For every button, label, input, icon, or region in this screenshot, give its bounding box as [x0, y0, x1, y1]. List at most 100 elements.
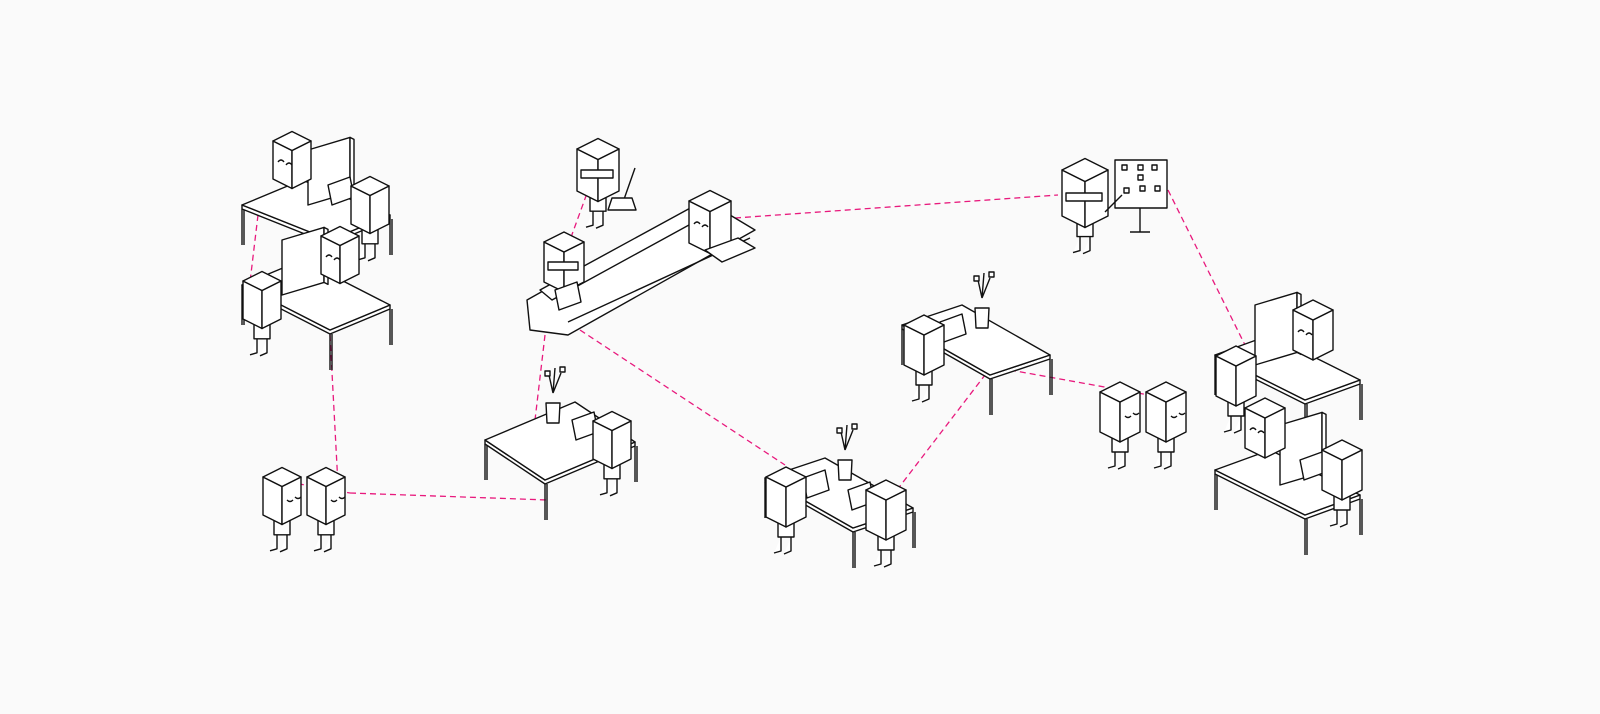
head-top-face	[320, 225, 360, 247]
face-eyes	[277, 159, 293, 166]
plant-vase	[837, 459, 853, 481]
face-eyes	[1249, 427, 1265, 434]
face-eyes	[693, 221, 709, 228]
head-top-face	[765, 466, 807, 488]
head-top-face	[688, 189, 732, 213]
person-desk-left	[592, 410, 632, 497]
person-right-2	[1215, 345, 1257, 434]
leg	[1163, 452, 1172, 470]
desk-top	[1214, 334, 1361, 401]
leg	[1339, 510, 1348, 528]
office-items	[241, 130, 1363, 568]
leg	[783, 537, 792, 555]
leg	[313, 534, 322, 552]
connection-line-1	[249, 214, 259, 283]
presentation-board	[1114, 159, 1168, 233]
robot-broom	[576, 137, 620, 229]
person-desk-bottom-1	[765, 466, 807, 555]
connection-line-8	[1167, 189, 1246, 346]
board-note	[1151, 164, 1158, 171]
person-left-4	[242, 270, 282, 357]
face-eyes	[286, 496, 302, 503]
head-top-face	[543, 231, 585, 253]
plant-leaf	[851, 423, 858, 430]
plant-leaf	[544, 370, 551, 377]
leg	[1329, 510, 1338, 527]
connection-line-10	[896, 374, 986, 491]
head-top-face	[903, 314, 945, 336]
leg	[269, 534, 278, 552]
monitor-screen	[1254, 291, 1298, 366]
head-top-face	[1145, 381, 1187, 403]
person-desk-center	[903, 314, 945, 403]
plant-stems	[548, 367, 562, 394]
presenter	[1061, 157, 1109, 255]
leg	[1233, 416, 1242, 434]
face-eyes	[330, 496, 346, 503]
head-top-face	[1099, 381, 1141, 403]
connection-line-5	[534, 334, 546, 421]
head-top-face	[1244, 397, 1286, 419]
plant-vase	[545, 402, 561, 424]
board-note	[1123, 187, 1130, 194]
plant-left	[544, 366, 566, 424]
plant-bottom	[836, 423, 858, 481]
board-note	[1154, 185, 1161, 192]
person-sofa-right	[688, 189, 732, 255]
leg	[279, 534, 288, 553]
head-top-face	[592, 410, 632, 432]
sofa-laptop	[704, 237, 756, 263]
plant-stems	[977, 272, 991, 299]
person-right-1	[1292, 299, 1334, 361]
couple-right-person-2	[1145, 381, 1187, 470]
face-eyes	[325, 254, 341, 261]
leg	[1117, 452, 1126, 470]
leg	[599, 478, 608, 496]
plant-leaf	[559, 366, 566, 373]
face-visor	[547, 261, 579, 271]
plant-stems	[840, 424, 854, 451]
laptop-screen	[554, 281, 582, 311]
connection-line-11	[1009, 369, 1161, 398]
person-right-3	[1244, 397, 1286, 459]
leg	[1072, 236, 1081, 254]
plant-leaf	[836, 427, 843, 434]
connection-lines	[249, 184, 1246, 501]
plant-leaf	[988, 271, 995, 278]
couple-left-person-2	[306, 466, 346, 553]
head-top-face	[1292, 299, 1334, 321]
leg	[873, 550, 882, 567]
face-eyes	[1170, 412, 1186, 419]
connection-line-2	[329, 334, 339, 486]
monitor-screen	[281, 226, 325, 296]
plant-vase	[974, 307, 990, 329]
person-left-1	[272, 130, 312, 190]
leg	[921, 385, 930, 403]
pointer	[1104, 194, 1123, 213]
head-top-face	[1061, 157, 1109, 183]
leg	[259, 338, 268, 357]
head-top-face	[242, 270, 282, 292]
plant-center	[973, 271, 995, 329]
broom-head	[607, 197, 637, 211]
leg	[249, 338, 258, 356]
head-top-face	[576, 137, 620, 161]
head-top-face	[306, 466, 346, 488]
laptop	[554, 281, 582, 311]
board-note	[1139, 185, 1146, 192]
head-top-face	[262, 466, 302, 488]
head-top-face	[865, 479, 907, 501]
person-sofa-left	[543, 231, 585, 293]
head-top-face	[272, 130, 312, 152]
head-top-face	[350, 175, 390, 197]
face-visor	[1065, 192, 1103, 202]
board-note	[1137, 164, 1144, 171]
leg	[1082, 236, 1091, 255]
head-top-face	[1321, 439, 1363, 461]
person-left-2	[350, 175, 390, 262]
couple-right-person-1	[1099, 381, 1141, 470]
face-eyes	[1124, 412, 1140, 419]
leg	[1153, 452, 1162, 469]
leg	[1107, 452, 1116, 469]
